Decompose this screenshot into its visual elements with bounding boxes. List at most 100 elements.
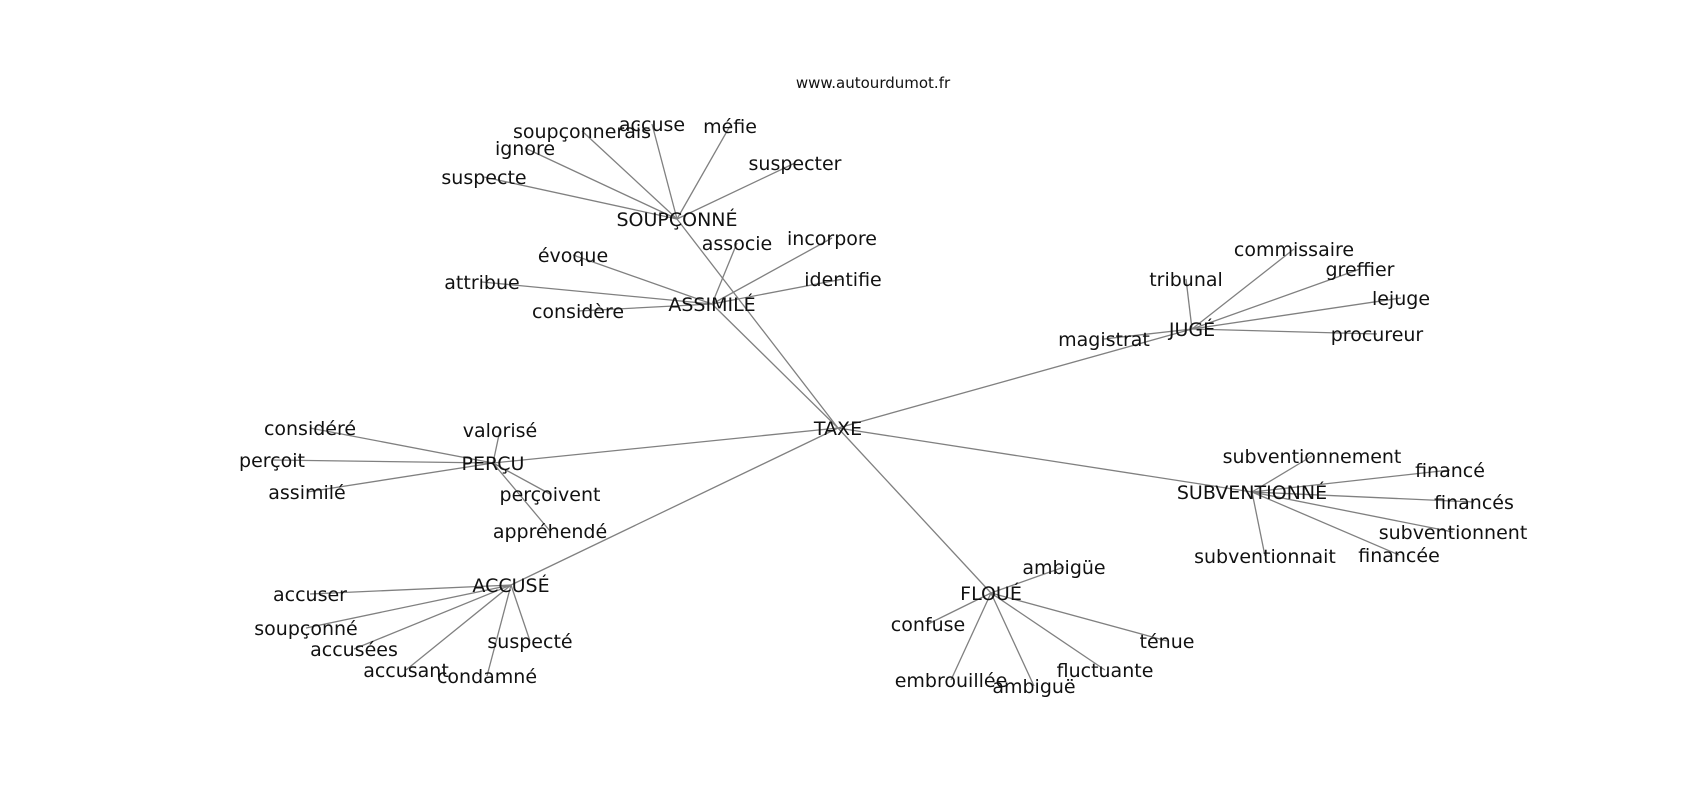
node-leaf-accusant: accusant (363, 660, 449, 682)
node-leaf-tenue: ténue (1140, 631, 1195, 653)
node-leaf-commissaire: commissaire (1234, 239, 1354, 261)
node-leaf-suspecte: suspecté (487, 631, 572, 653)
edge-assimile-evoque (572, 254, 713, 305)
edge-percu-valorise (492, 429, 501, 464)
edge-assimile-associe (711, 242, 738, 305)
edge-percu-percoivent (492, 462, 551, 495)
edge-juge-magistrat (1103, 328, 1193, 340)
node-leaf-finances: financés (1434, 492, 1514, 514)
node-leaf-percoit: perçoit (239, 450, 305, 472)
node-leaf-finance: financé (1415, 460, 1485, 482)
node-leaf-considere: considéré (264, 418, 356, 440)
edge-accuse-accusees (353, 584, 512, 650)
edge-accuse-soupconne (305, 584, 512, 629)
edge-floue-embrouillee (950, 592, 992, 681)
node-leaf-procureur: procureur (1331, 324, 1424, 346)
node-leaf-magistrat: magistrat (1058, 329, 1150, 351)
edge-assimile-incorpore (711, 237, 833, 305)
node-leaf-subventionnent: subventionnent (1379, 522, 1528, 544)
edge-subventionne-finance (1251, 469, 1451, 493)
edge-juge-greffier (1191, 268, 1361, 330)
edge-soupconne-suspecter (676, 162, 796, 220)
edge-assimile-attribue (481, 281, 713, 305)
node-leaf-apprehende: appréhendé (493, 521, 607, 543)
node-hub-subventionne: SUBVENTIONNÉ (1177, 481, 1327, 504)
node-leaf-evoque: évoque (538, 245, 608, 267)
node-leaf-incorpore: incorpore (787, 228, 877, 250)
node-leaf-ignore: ignore (495, 138, 555, 160)
node-leaf-confuse: confuse (891, 614, 965, 636)
node-leaf-fluctuante: fluctuante (1057, 660, 1154, 682)
edge-center-subventionne (837, 427, 1253, 493)
edge-juge-procureur (1191, 328, 1378, 335)
node-leaf-accuser: accuser (273, 584, 347, 606)
node-hub-assimile: ASSIMILÉ (668, 293, 755, 316)
edge-floue-fluctuante (990, 592, 1106, 671)
edge-accuse-accusant (405, 584, 512, 671)
node-leaf-soupconnerais: soupçonnerais (513, 121, 651, 143)
node-leaf-mefie: méfie (703, 116, 757, 138)
edge-percu-apprehende (492, 462, 551, 532)
edge-subventionne-subventionnent (1251, 491, 1454, 533)
edge-assimile-considere (577, 303, 713, 312)
edge-center-percu (492, 427, 839, 464)
node-hub-soupconne: SOUPÇONNÉ (616, 208, 737, 231)
node-leaf-ambigue: ambiguë (992, 676, 1075, 698)
node-leaf-tribunal: tribunal (1149, 269, 1223, 291)
node-leaf-soupconne: soupçonné (254, 618, 357, 640)
edge-juge-lejuge (1191, 297, 1402, 330)
node-leaf-suspecter: suspecter (749, 153, 842, 175)
edge-soupconne-suspecte (483, 176, 678, 220)
edge-center-accuse (510, 427, 839, 586)
edge-accuse-suspecte (510, 584, 531, 642)
graph-edges (271, 123, 1475, 687)
node-leaf-ambigue: ambigüe (1022, 557, 1105, 579)
node-hub-floue: FLOUÉ (960, 582, 1022, 605)
node-hub-accuse: ACCUSÉ (472, 574, 549, 597)
node-leaf-greffier: greffier (1325, 259, 1394, 281)
node-leaf-suspecte: suspecte (441, 167, 526, 189)
node-leaf-percoivent: perçoivent (500, 484, 601, 506)
edge-soupconne-soupconnerais (581, 130, 678, 220)
edge-percu-assimile (306, 462, 494, 493)
node-hub-percu: PERÇU (462, 453, 525, 475)
node-leaf-financee: financée (1358, 545, 1440, 567)
edge-juge-commissaire (1191, 248, 1295, 330)
edge-floue-confuse (927, 592, 992, 625)
node-leaf-accusees: accusées (310, 639, 398, 661)
source-watermark: www.autourdumot.fr (796, 74, 951, 92)
node-leaf-lejuge: lejuge (1372, 288, 1430, 310)
node-leaf-attribue: attribue (444, 272, 519, 294)
node-leaf-subventionnement: subventionnement (1223, 446, 1402, 468)
node-leaf-embrouillee: embrouillée (895, 670, 1008, 692)
node-leaf-subventionnait: subventionnait (1194, 546, 1336, 568)
node-leaf-associe: associe (702, 233, 772, 255)
edge-soupconne-mefie (676, 125, 731, 220)
edge-subventionne-financee (1251, 491, 1400, 556)
edge-center-assimile (711, 303, 839, 429)
edge-subventionne-subventionnait (1251, 491, 1266, 557)
node-leaf-assimile: assimilé (268, 482, 345, 504)
edge-percu-considere (309, 427, 494, 464)
edge-juge-tribunal (1185, 278, 1193, 330)
edge-floue-ambigue (990, 566, 1065, 594)
edge-accuse-accuser (309, 584, 512, 595)
edge-floue-tenue (990, 592, 1168, 642)
edge-percu-percoit (271, 459, 494, 464)
edge-soupconne-accuse (651, 123, 678, 220)
edge-floue-ambigue (990, 592, 1035, 687)
node-leaf-condamne: condamné (437, 666, 537, 688)
edge-subventionne-finances (1251, 491, 1475, 503)
node-hub-juge: JUGÉ (1168, 318, 1215, 341)
node-leaf-accuse: accuse (619, 114, 685, 136)
edge-subventionne-subventionnement (1251, 455, 1313, 493)
edge-assimile-identifie (711, 278, 844, 305)
edge-accuse-condamne (486, 584, 512, 677)
node-leaf-identifie: identifie (804, 269, 881, 291)
edge-center-soupconne (676, 218, 839, 429)
node-leaf-valorise: valorisé (463, 420, 537, 442)
edge-soupconne-ignore (524, 147, 678, 220)
edge-center-floue (837, 427, 992, 594)
